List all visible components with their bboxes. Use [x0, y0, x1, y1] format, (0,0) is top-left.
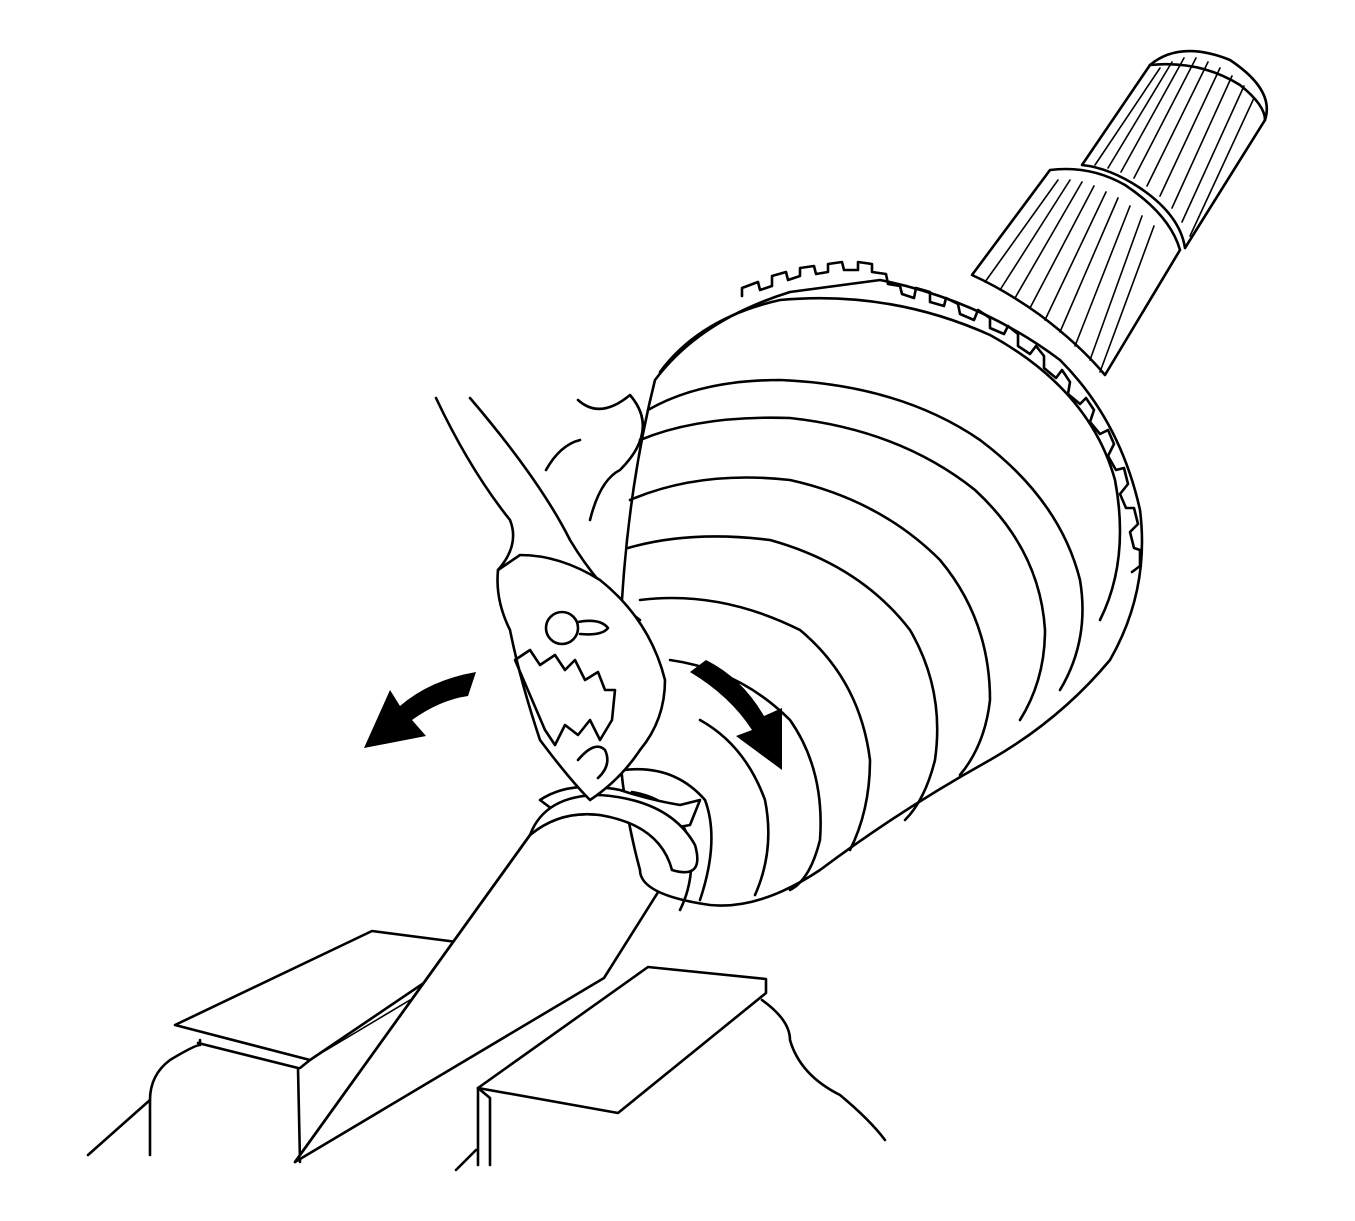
boot-convolution-7	[698, 718, 770, 897]
vise-left-jaw-line	[317, 999, 411, 1056]
pliers-jaw-teeth	[513, 648, 617, 747]
pliers-pivot	[544, 610, 580, 646]
pliers-handle-left	[434, 396, 515, 572]
pliers-tip	[576, 745, 609, 780]
boot-convolution-1	[646, 378, 1084, 692]
boot-convolution-3	[628, 476, 992, 777]
hand-outline	[544, 438, 582, 472]
vise-right-body-left	[454, 1148, 478, 1172]
thread-end-face	[1148, 62, 1267, 122]
rotation-arrows	[364, 660, 782, 770]
vise-left-body	[86, 1038, 202, 1157]
cv-joint-assembly	[528, 260, 1144, 912]
arrow-left-icon	[364, 672, 476, 748]
boot-neck-ring-1	[610, 768, 713, 902]
tone-ring-inner	[658, 296, 1122, 622]
pliers-head	[496, 553, 667, 802]
hand-fingers	[576, 393, 645, 522]
vise-right-body	[760, 998, 887, 1142]
arrow-right-icon	[690, 660, 782, 770]
boot-convolution-5	[638, 596, 872, 852]
vise-left-jaw-bevel	[298, 1058, 312, 1070]
vise-right-jaw-front	[476, 1086, 492, 1167]
spline-lines	[984, 179, 1155, 373]
outer-stub-shaft	[970, 49, 1269, 377]
vise-right-jaw	[476, 965, 768, 1115]
boot-convolution-4	[626, 535, 939, 822]
spline-section	[970, 167, 1182, 377]
boot-convolution-2	[638, 416, 1047, 722]
shaft-edge-upper	[293, 833, 532, 1164]
pliers-pivot-tab	[576, 619, 610, 636]
tone-ring-teeth	[740, 260, 1142, 574]
pliers	[434, 393, 667, 802]
vise-left-jaw-face	[196, 1041, 302, 1164]
thread-lines	[1094, 57, 1255, 237]
bench-vise	[86, 929, 887, 1172]
